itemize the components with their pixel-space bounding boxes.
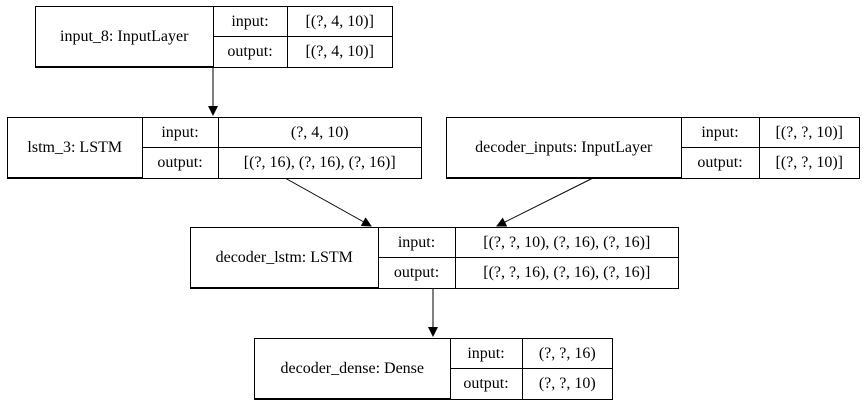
node-lstm-3[interactable]: lstm_3: LSTM input: (?, 4, 10) output: [… [7, 117, 422, 179]
edge-decoder-inputs-to-decoder-lstm [496, 177, 594, 227]
output-label: output: [142, 147, 219, 178]
input-shape: [(?, ?, 10), (?, 16), (?, 16)] [454, 228, 678, 259]
output-shape: [(?, 16), (?, 16), (?, 16)] [217, 147, 421, 178]
edge-lstm3-to-decoder-lstm [284, 177, 372, 227]
node-title: lstm_3: LSTM [8, 118, 143, 178]
input-shape: [(?, ?, 10)] [758, 118, 859, 149]
node-decoder-inputs[interactable]: decoder_inputs: InputLayer input: [(?, ?… [446, 117, 860, 179]
output-shape: [(?, ?, 10)] [758, 147, 859, 178]
output-label: output: [213, 36, 288, 67]
output-shape: [(?, ?, 16), (?, 16), (?, 16)] [454, 257, 678, 288]
output-label: output: [450, 368, 523, 399]
node-title: decoder_lstm: LSTM [191, 228, 379, 288]
input-label: input: [680, 118, 760, 149]
node-decoder-dense[interactable]: decoder_dense: Dense input: (?, ?, 16) o… [254, 338, 613, 400]
input-label: input: [212, 7, 288, 38]
output-label: output: [681, 147, 760, 178]
input-label: input: [141, 118, 219, 149]
output-shape: (?, ?, 10) [521, 368, 612, 399]
input-shape: (?, 4, 10) [217, 118, 421, 149]
node-title: decoder_inputs: InputLayer [447, 118, 682, 178]
output-shape: [(?, 4, 10)] [286, 36, 392, 67]
node-decoder-lstm[interactable]: decoder_lstm: LSTM input: [(?, ?, 10), (… [190, 227, 679, 289]
input-shape: [(?, 4, 10)] [286, 7, 392, 38]
input-label: input: [449, 339, 523, 370]
node-title: decoder_dense: Dense [255, 339, 451, 399]
input-label: input: [377, 228, 456, 259]
node-title: input_8: InputLayer [36, 7, 214, 67]
node-input-8[interactable]: input_8: InputLayer input: [(?, 4, 10)] … [35, 6, 393, 68]
output-label: output: [378, 257, 456, 288]
input-shape: (?, ?, 16) [521, 339, 612, 370]
